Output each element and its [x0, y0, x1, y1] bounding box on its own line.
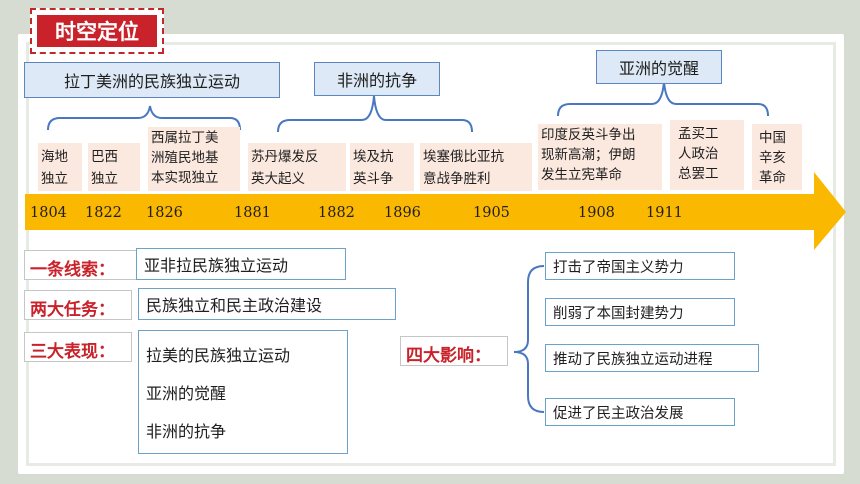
title-badge: 时空定位: [30, 8, 164, 54]
event-line: 西属拉丁美: [151, 130, 219, 146]
event-line: 独立: [91, 171, 118, 187]
event-box: 巴西 独立: [88, 143, 140, 191]
event-line: 现新高潮；伊朗: [541, 147, 636, 163]
year-label: 1911: [646, 205, 683, 221]
event-line: 人政治: [678, 146, 719, 162]
impact-item: 推动了民族独立运动进程: [545, 344, 759, 372]
year-label: 1822: [85, 205, 122, 221]
event-line: 辛亥: [759, 150, 786, 166]
year-label: 1908: [578, 205, 615, 221]
event-line: 埃塞俄比亚抗: [423, 149, 504, 165]
event-box: 埃及抗 英斗争: [350, 143, 414, 191]
tasks-label-box: [24, 290, 132, 320]
event-line: 意战争胜利: [423, 171, 491, 187]
event-line: 总罢工: [678, 166, 719, 182]
event-line: 海地: [41, 149, 68, 165]
event-line: 孟买工: [678, 126, 719, 142]
impact-item: 削弱了本国封建势力: [545, 298, 735, 326]
tasks-label: 两大任务：: [30, 300, 115, 320]
year-label: 1826: [146, 205, 183, 221]
impact-label: 四大影响：: [406, 346, 491, 366]
event-box: 中国 辛亥 革命: [752, 124, 802, 190]
caption-latin: 拉丁美洲的民族独立运动: [24, 62, 280, 98]
event-box: 孟买工 人政治 总罢工: [670, 120, 744, 190]
year-label: 1881: [234, 205, 271, 221]
year-label: 1804: [30, 205, 67, 221]
impact-item: 打击了帝国主义势力: [545, 252, 735, 280]
clue-label: 一条线索：: [30, 260, 115, 280]
impact-brace: [513, 265, 545, 413]
manifest-list: 拉美的民族独立运动 亚洲的觉醒 非洲的抗争: [138, 330, 348, 454]
event-line: 苏丹爆发反: [251, 149, 319, 165]
clue-label-box: [24, 250, 140, 280]
year-label: 1882: [318, 205, 355, 221]
event-line: 英大起义: [251, 171, 305, 187]
event-line: 本实现独立: [151, 170, 219, 186]
event-line: 革命: [759, 170, 786, 186]
event-line: 独立: [41, 171, 68, 187]
impact-item: 促进了民主政治发展: [545, 398, 735, 426]
latin-bracket: [47, 105, 241, 131]
event-box: 印度反英斗争出 现新高潮；伊朗 发生立宪革命: [538, 124, 662, 190]
event-line: 洲殖民地基: [151, 150, 219, 166]
impact-label-box: [400, 336, 508, 366]
manifest-item: 亚洲的觉醒: [146, 384, 227, 403]
year-label: 1905: [473, 205, 510, 221]
event-box: 西属拉丁美 洲殖民地基 本实现独立: [148, 127, 240, 191]
manifest-label-box: [24, 332, 132, 362]
manifest-item: 非洲的抗争: [146, 422, 227, 441]
event-line: 发生立宪革命: [541, 167, 622, 183]
year-label: 1896: [384, 205, 421, 221]
tasks-text: 民族独立和民主政治建设: [138, 288, 396, 320]
africa-bracket: [277, 95, 473, 133]
event-box: 埃塞俄比亚抗 意战争胜利: [420, 143, 532, 191]
event-line: 埃及抗: [353, 149, 394, 165]
caption-asia: 亚洲的觉醒: [596, 50, 722, 84]
event-line: 巴西: [91, 149, 118, 165]
event-line: 中国: [759, 130, 786, 146]
caption-africa: 非洲的抗争: [314, 62, 440, 96]
manifest-label: 三大表现：: [30, 342, 115, 362]
asia-bracket: [557, 81, 769, 117]
event-box: 海地 独立: [38, 143, 82, 191]
event-box: 苏丹爆发反 英大起义: [248, 143, 346, 191]
event-line: 印度反英斗争出: [541, 127, 636, 143]
event-line: 英斗争: [353, 171, 394, 187]
page-title: 时空定位: [37, 15, 157, 47]
manifest-item: 拉美的民族独立运动: [146, 346, 291, 365]
clue-text: 亚非拉民族独立运动: [136, 248, 346, 280]
timeline-arrow: [25, 172, 846, 250]
